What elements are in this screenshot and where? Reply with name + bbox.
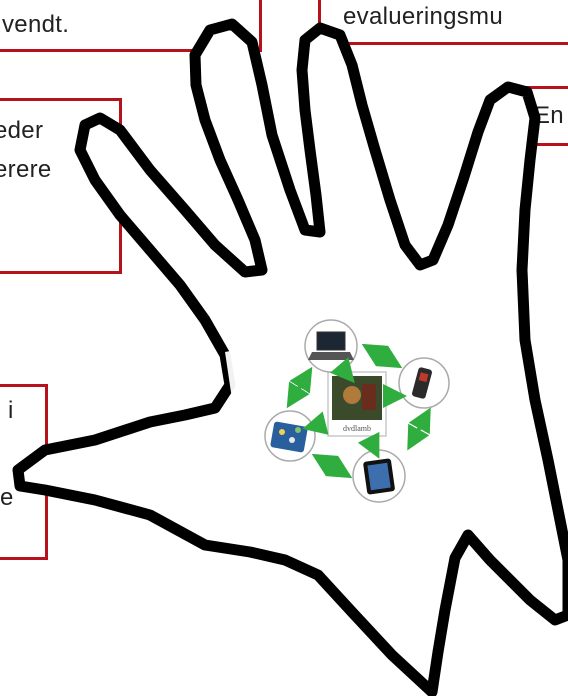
tablet-icon	[352, 449, 406, 503]
callout-text-left-lower-2: e	[0, 484, 14, 511]
device-sync-graphic: dvdlamb	[225, 300, 520, 520]
callout-text-left-lower-1: i	[8, 397, 14, 424]
callout-text-left-upper-1: eder	[0, 117, 44, 144]
callout-text-left-upper-2: erere	[0, 156, 52, 183]
mobile-phone-icon	[398, 357, 450, 409]
sync-arrows	[286, 343, 431, 479]
tablet-screen-icon	[264, 410, 316, 462]
callout-text-top-left: vendt.	[2, 11, 70, 38]
laptop-icon	[304, 319, 358, 373]
callout-text-top-right: evalueringsmu	[343, 3, 503, 30]
callout-box-top-right	[318, 0, 568, 45]
photo-card: dvdlamb	[327, 371, 387, 437]
photo-card-label: dvdlamb	[343, 424, 371, 433]
